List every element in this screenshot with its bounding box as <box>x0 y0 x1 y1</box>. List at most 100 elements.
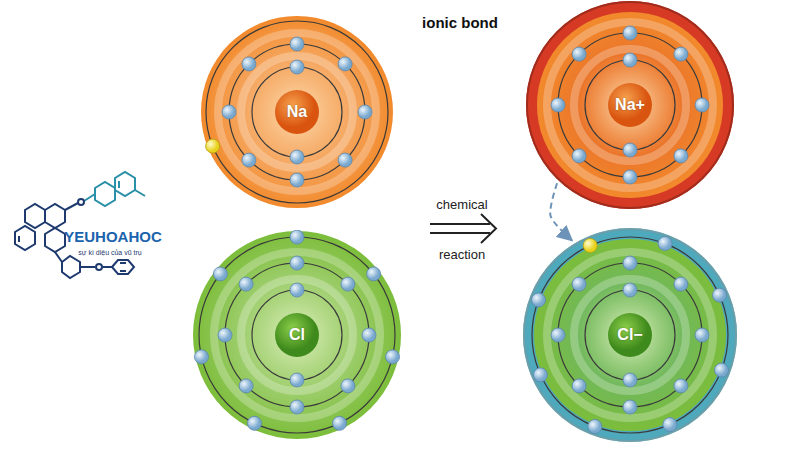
electron <box>242 153 256 167</box>
electron-shell <box>225 263 369 407</box>
electron <box>194 350 208 364</box>
nucleus <box>275 90 319 134</box>
shell-band <box>218 33 376 191</box>
electron <box>713 288 727 302</box>
electron <box>572 379 586 393</box>
shell-band <box>214 252 380 418</box>
atom-body <box>193 231 401 439</box>
atom-body <box>534 239 726 431</box>
electron <box>695 98 709 112</box>
electron <box>663 418 677 432</box>
shell-band <box>522 227 738 443</box>
ion-band <box>526 1 734 209</box>
element-symbol: Cl <box>289 326 305 344</box>
electron-shell <box>585 60 675 150</box>
atom-circle: Cl− <box>522 227 738 443</box>
electron <box>367 267 381 281</box>
electron-shell <box>532 237 728 433</box>
shell-band <box>547 22 713 188</box>
electron <box>239 277 253 291</box>
electron <box>341 277 355 291</box>
electron <box>290 373 304 387</box>
electron <box>623 256 637 270</box>
atom-circle: Na <box>200 15 394 209</box>
electron <box>290 150 304 164</box>
shell-band <box>200 15 394 209</box>
electron <box>623 400 637 414</box>
electron <box>290 60 304 74</box>
electron-shell <box>199 237 395 433</box>
nucleus <box>608 83 652 127</box>
electron <box>623 53 637 67</box>
transferred-electron <box>583 238 597 252</box>
atom-body <box>537 12 723 198</box>
electron <box>338 57 352 71</box>
shell-band <box>574 49 686 161</box>
logo-slogan: sự kì diệu của vũ trụ <box>78 249 141 256</box>
electron <box>623 283 637 297</box>
shell-band <box>547 252 713 418</box>
logo-text: YEUHOAHOC <box>64 228 162 245</box>
shell-band <box>574 279 686 391</box>
transferred-electron <box>206 139 220 153</box>
electron <box>290 400 304 414</box>
electron <box>290 173 304 187</box>
electron <box>623 373 637 387</box>
electron <box>551 328 565 342</box>
electron <box>341 379 355 393</box>
ion-border <box>524 229 736 441</box>
electron <box>333 416 347 430</box>
electron-shell <box>252 67 342 157</box>
electron <box>290 283 304 297</box>
shell-band <box>192 230 402 440</box>
shell-band <box>241 279 353 391</box>
reaction-label: reaction <box>439 247 485 262</box>
electron-shell <box>252 290 342 380</box>
electron <box>588 419 602 433</box>
electron <box>674 149 688 163</box>
electron <box>358 105 372 119</box>
nucleus <box>275 313 319 357</box>
electron <box>338 153 352 167</box>
electron <box>572 277 586 291</box>
electron-transfer-arrow <box>550 183 572 240</box>
atom-circle: Na+ <box>525 0 735 210</box>
atom-body <box>201 16 393 208</box>
electron <box>290 230 304 244</box>
electron <box>533 368 547 382</box>
electron <box>674 379 688 393</box>
reaction-label: chemical <box>436 197 487 212</box>
electron <box>572 47 586 61</box>
electron-shell <box>558 263 702 407</box>
electron-shell <box>229 44 365 180</box>
electron <box>714 363 728 377</box>
diagram-title: ionic bond <box>422 14 498 31</box>
electron <box>386 350 400 364</box>
electron <box>290 37 304 51</box>
electron <box>239 379 253 393</box>
element-symbol: Na+ <box>615 96 645 114</box>
shell-band <box>241 56 353 168</box>
electron-shell <box>558 33 702 177</box>
element-symbol: Na <box>287 103 307 121</box>
electron <box>242 57 256 71</box>
electron <box>674 47 688 61</box>
electron <box>674 277 688 291</box>
electron <box>222 105 236 119</box>
electron-shell <box>206 21 388 203</box>
electron <box>290 256 304 270</box>
reaction-arrow <box>430 214 496 243</box>
atom-circle: Cl <box>192 230 402 440</box>
electron-shell <box>585 290 675 380</box>
electron <box>623 143 637 157</box>
electron <box>213 267 227 281</box>
electron <box>658 237 672 251</box>
nucleus <box>608 313 652 357</box>
logo-molecule <box>15 172 145 278</box>
electron <box>532 293 546 307</box>
electron <box>695 328 709 342</box>
electron <box>218 328 232 342</box>
electron <box>623 170 637 184</box>
